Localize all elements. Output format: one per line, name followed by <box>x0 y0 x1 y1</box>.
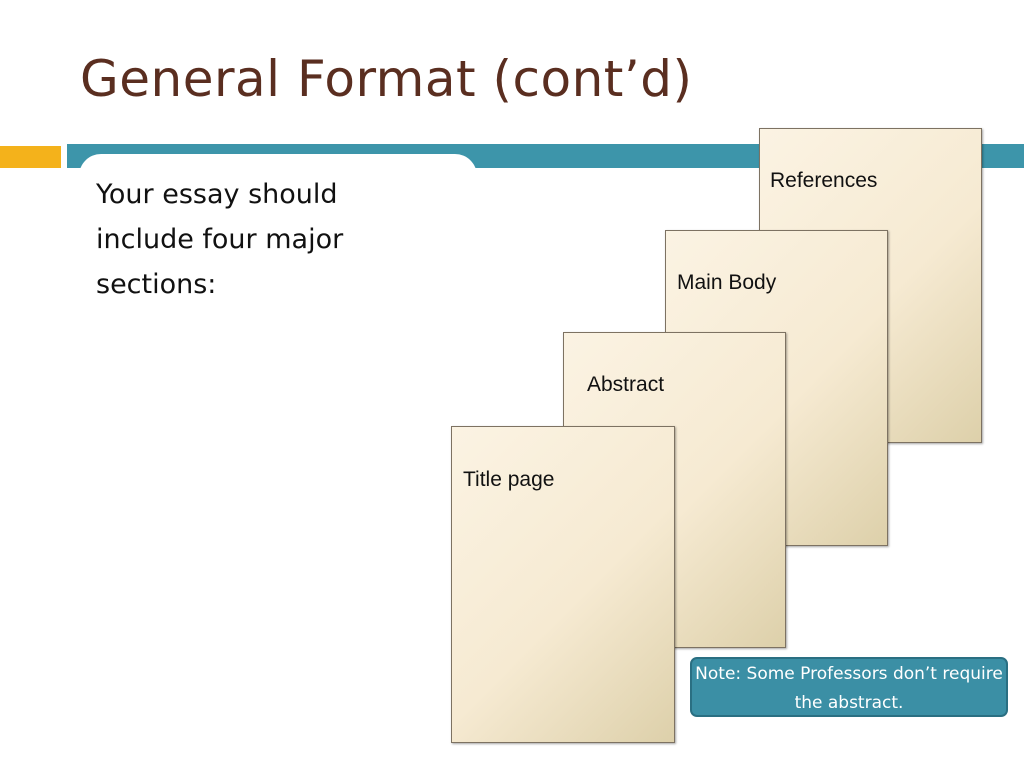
page-label-main-body: Main Body <box>677 271 777 294</box>
body-text: Your essay should include four major sec… <box>96 179 344 300</box>
orange-accent-bar <box>0 146 61 168</box>
content-tab <box>79 154 477 234</box>
page-label-title-page: Title page <box>463 468 555 491</box>
page-label-abstract: Abstract <box>587 373 665 396</box>
page-title-page: Title page <box>451 426 675 743</box>
note-callout: Note: Some Professors don’t require the … <box>690 657 1008 717</box>
page-label-references: References <box>770 169 878 192</box>
slide-title: General Format (cont’d) <box>80 50 693 108</box>
